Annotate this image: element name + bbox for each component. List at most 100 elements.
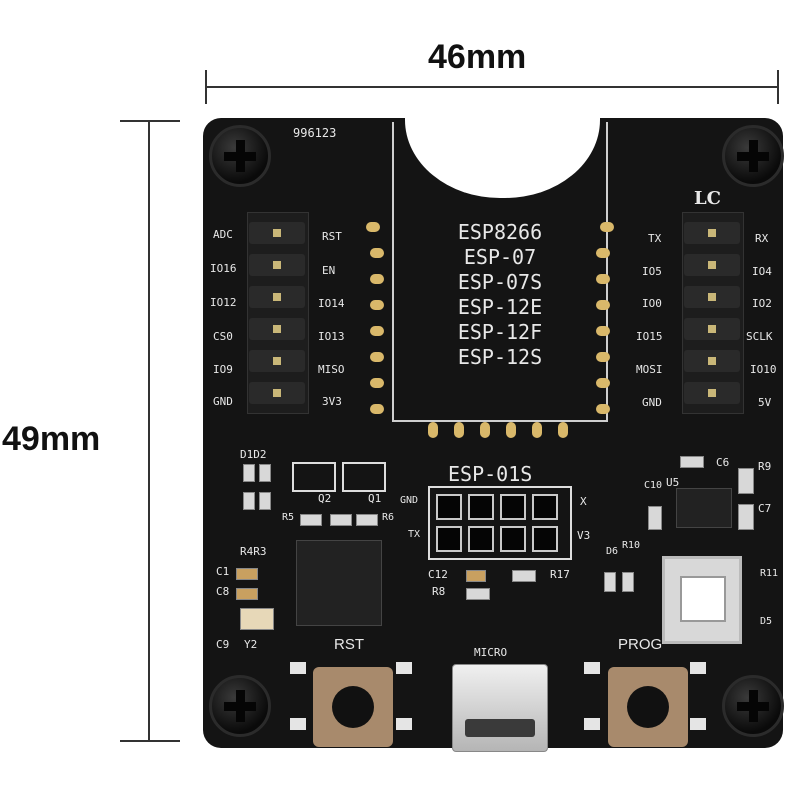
transistor-outline — [342, 462, 386, 492]
capacitor — [738, 504, 754, 530]
screw-icon — [722, 125, 784, 187]
button-label: PROG — [618, 636, 663, 653]
socket-hole[interactable] — [436, 494, 462, 520]
height-tick-top — [120, 120, 180, 122]
header-pin — [249, 382, 305, 404]
micro-usb-port[interactable] — [452, 664, 548, 752]
pogo-pin — [532, 422, 542, 438]
pin-label: IO9 — [213, 363, 233, 376]
pin-label: MISO — [318, 363, 345, 376]
resistor — [622, 572, 634, 592]
capacitor — [236, 588, 258, 600]
esp01s-label: X — [580, 495, 587, 508]
usb-label: MICRO — [474, 646, 508, 659]
header-pin — [249, 286, 305, 308]
component-label: U5 — [666, 476, 680, 489]
pogo-pin — [506, 422, 516, 438]
module-name-list: ESP8266 ESP-07 ESP-07S ESP-12E ESP-12F E… — [440, 220, 560, 370]
header-pin — [249, 254, 305, 276]
pin-label: RX — [755, 232, 769, 245]
led — [604, 572, 616, 592]
header-pin — [249, 222, 305, 244]
socket-hole[interactable] — [468, 494, 494, 520]
prog-button[interactable] — [608, 667, 688, 747]
button-label: RST — [334, 636, 364, 653]
pin-label: GND — [213, 395, 233, 408]
pin-label: IO12 — [210, 296, 237, 309]
width-tick-left — [205, 70, 207, 104]
component-label: Q2 — [318, 492, 332, 505]
right-pin-header[interactable] — [682, 212, 744, 414]
socket-hole[interactable] — [532, 526, 558, 552]
component-label: C12 — [428, 568, 448, 581]
component-label: R4R3 — [240, 545, 267, 558]
logo: LC — [694, 188, 721, 209]
pin-label: SCLK — [746, 330, 773, 343]
module-name: ESP-12S — [457, 345, 543, 369]
rst-button[interactable] — [313, 667, 393, 747]
component-label: R11 — [760, 568, 779, 579]
module-outline — [392, 122, 608, 422]
button-leg — [584, 662, 600, 674]
screw-icon — [722, 675, 784, 737]
pogo-pin — [454, 422, 464, 438]
esp01s-label: GND — [400, 495, 419, 506]
capacitor — [738, 468, 754, 494]
width-dimension-line — [206, 86, 778, 88]
socket-hole[interactable] — [436, 526, 462, 552]
socket-hole[interactable] — [500, 526, 526, 552]
pogo-pin — [370, 248, 384, 258]
led — [243, 464, 255, 482]
component-label: R17 — [550, 568, 570, 581]
pogo-pin — [596, 300, 610, 310]
pogo-pin — [370, 326, 384, 336]
header-pin — [684, 318, 740, 340]
component-label: Q1 — [368, 492, 382, 505]
width-dimension-label: 46mm — [428, 38, 527, 76]
pogo-pin — [428, 422, 438, 438]
capacitor — [236, 568, 258, 580]
pin-label: IO14 — [318, 297, 345, 310]
socket-hole[interactable] — [532, 494, 558, 520]
regulator — [676, 488, 732, 528]
header-pin — [684, 382, 740, 404]
socket-hole[interactable] — [468, 526, 494, 552]
pogo-pin — [558, 422, 568, 438]
component-label: Y2 — [244, 638, 258, 651]
button-cap — [332, 686, 374, 728]
pin-label: CS0 — [213, 330, 233, 343]
pogo-pin — [596, 378, 610, 388]
button-leg — [290, 718, 306, 730]
component-label: D1D2 — [240, 448, 267, 461]
button-leg — [290, 662, 306, 674]
header-pin — [684, 254, 740, 276]
socket-hole[interactable] — [500, 494, 526, 520]
component-label: R5 — [282, 512, 295, 523]
pogo-pin — [370, 300, 384, 310]
capacitor — [680, 456, 704, 468]
pin-label: IO16 — [210, 262, 237, 275]
left-pin-header[interactable] — [247, 212, 309, 414]
component-label: D5 — [760, 616, 773, 627]
pin-label: 5V — [758, 396, 772, 409]
component-label: C10 — [644, 480, 663, 491]
header-pin — [684, 286, 740, 308]
capacitor — [648, 506, 662, 530]
pin-label: IO10 — [750, 363, 777, 376]
height-dimension-label: 49mm — [2, 420, 101, 458]
pogo-pin — [596, 274, 610, 284]
component-label: C6 — [716, 456, 730, 469]
pin-label: ADC — [213, 228, 233, 241]
module-name: ESP-12F — [457, 320, 543, 344]
button-leg — [396, 718, 412, 730]
pogo-pin — [596, 326, 610, 336]
pogo-pin — [596, 248, 610, 258]
resistor — [512, 570, 536, 582]
header-pin — [249, 318, 305, 340]
crystal — [240, 608, 274, 630]
button-leg — [690, 662, 706, 674]
screw-icon — [209, 125, 271, 187]
resistor — [466, 588, 490, 600]
esp01s-label: V3 — [577, 529, 591, 542]
module-name: ESP-07S — [457, 270, 543, 294]
